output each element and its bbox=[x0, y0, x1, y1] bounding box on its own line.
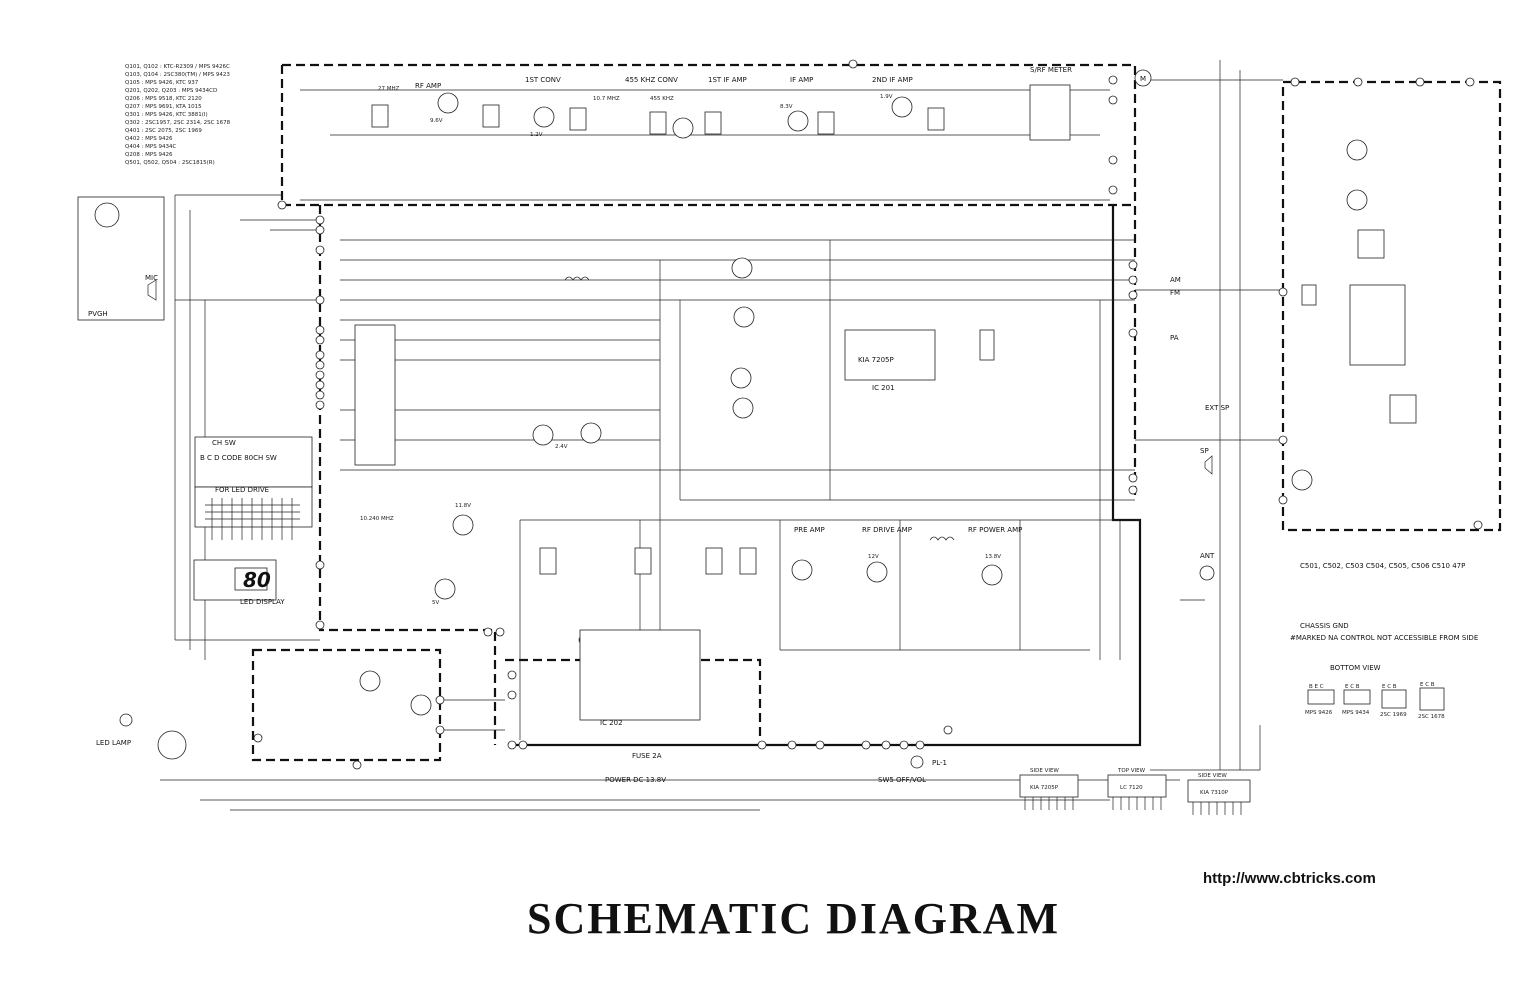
pkg-pins: E C B bbox=[1420, 682, 1435, 688]
connector-nodes bbox=[253, 59, 1483, 770]
label-second-if-amp: 2ND IF AMP bbox=[872, 76, 913, 84]
ic-view-part: KIA 7205P bbox=[1030, 785, 1059, 791]
led-drive-ladder bbox=[193, 436, 313, 601]
footnote: #MARKED NA CONTROL NOT ACCESSIBLE FROM S… bbox=[1290, 634, 1478, 642]
crystal-label: 455 KHZ bbox=[650, 96, 674, 102]
semi-item: Q206 : MPS 9518, KTC 2120 bbox=[125, 96, 202, 102]
label-rf-power-amp: RF POWER AMP bbox=[968, 526, 1022, 534]
semi-item: Q402 : MPS 9426 bbox=[125, 136, 173, 142]
voltage-label: 11.8V bbox=[455, 503, 471, 509]
capacitor-note: C501, C502, C503 C504, C505, C506 C510 4… bbox=[1300, 562, 1465, 570]
semi-item: Q302 : 2SC1957, 2SC 2314, 2SC 1678 bbox=[125, 120, 231, 126]
semi-item: Q301 : MPS 9426, KTC 3881(I) bbox=[125, 112, 208, 118]
label-pre-amp: PRE AMP bbox=[794, 526, 825, 534]
source-url: http://www.cbtricks.com bbox=[1203, 870, 1376, 887]
semi-item: Q208 : MPS 9426 bbox=[125, 152, 173, 158]
pkg-part: 2SC 1969 bbox=[1380, 712, 1407, 718]
ic-blocks bbox=[354, 84, 1406, 721]
pkg-part: MPS 9426 bbox=[1305, 710, 1333, 716]
label-ic201: IC 201 bbox=[872, 384, 895, 392]
voltage-label: 5V bbox=[432, 600, 439, 606]
pkg-part: MPS 9434 bbox=[1342, 710, 1370, 716]
label-if-amp: IF AMP bbox=[790, 76, 813, 84]
voltage-label: 12V bbox=[868, 554, 879, 560]
label-bottom-view: BOTTOM VIEW bbox=[1330, 664, 1381, 672]
transistors bbox=[359, 92, 1368, 716]
pkg-pins: B E C bbox=[1309, 684, 1324, 690]
semi-item: Q501, Q502, Q504 : 2SC1815(R) bbox=[125, 160, 215, 166]
voltage-label: 13.8V bbox=[985, 554, 1001, 560]
ic-view-part: LC 7120 bbox=[1120, 785, 1143, 791]
crystal-label: 10.240 MHZ bbox=[360, 516, 394, 522]
led-display-digits: 80 bbox=[243, 568, 271, 592]
label-bcd: B C D CODE 80CH SW bbox=[200, 454, 277, 462]
crystal-label: 27 MHZ bbox=[378, 86, 400, 92]
io-symbols bbox=[77, 69, 1215, 769]
semiconductor-list: Q101, Q102 : KTC-R2309 / MPS 9426C Q103,… bbox=[125, 64, 231, 166]
label-ch-sw: CH SW bbox=[212, 439, 236, 447]
voltage-label: 1.9V bbox=[880, 94, 893, 100]
label-am: AM bbox=[1170, 276, 1181, 284]
label-ic-part: KIA 7205P bbox=[858, 356, 894, 364]
voltage-label: 8.3V bbox=[780, 104, 793, 110]
label-first-if-amp: 1ST IF AMP bbox=[708, 76, 747, 84]
label-meter: M bbox=[1140, 75, 1146, 83]
pkg-pins: E C B bbox=[1345, 684, 1360, 690]
ic-view-part: KIA 7310P bbox=[1200, 790, 1229, 796]
crystal-label: 10.7 MHZ bbox=[593, 96, 620, 102]
label-s-meter: S/RF METER bbox=[1030, 66, 1072, 74]
label-pa: PA bbox=[1170, 334, 1179, 342]
semi-item: Q207 : MPS 9691, KTA 1015 bbox=[125, 104, 202, 110]
semi-item: Q201, Q202, Q203 : MPS 9434CD bbox=[125, 88, 217, 94]
label-led-lamp: LED LAMP bbox=[96, 739, 131, 747]
label-sw5: SW5 OFF/VOL bbox=[878, 776, 926, 784]
label-pvgh: PVGH bbox=[88, 310, 108, 318]
voltage-label: 9.6V bbox=[430, 118, 443, 124]
label-rf-amp: RF AMP bbox=[415, 82, 441, 90]
diagram-title: SCHEMATIC DIAGRAM bbox=[527, 894, 1061, 943]
package-outlines bbox=[1019, 687, 1445, 815]
pkg-pins: E C B bbox=[1382, 684, 1397, 690]
ic-view-label: TOP VIEW bbox=[1117, 768, 1146, 774]
ic-view-label: SIDE VIEW bbox=[1030, 768, 1059, 774]
label-for-led-drive: FOR LED DRIVE bbox=[215, 486, 269, 494]
label-ext-sp: EXT SP bbox=[1205, 404, 1229, 412]
voltage-labels: 9.6V 1.2V 8.3V 1.9V 2.4V 13.8V 12V 11.8V… bbox=[360, 86, 1001, 606]
coils bbox=[371, 104, 1417, 575]
label-rf-drive-amp: RF DRIVE AMP bbox=[862, 526, 912, 534]
pkg-part: 2SC 1678 bbox=[1418, 714, 1445, 720]
label-speaker: SP bbox=[1200, 447, 1209, 455]
label-power: POWER DC 13.8V bbox=[605, 776, 666, 784]
section-labels: RF AMP 1ST CONV 455 KHZ CONV 1ST IF AMP … bbox=[88, 66, 1478, 784]
label-mic: MIC bbox=[145, 274, 158, 282]
label-first-conv: 1ST CONV bbox=[525, 76, 561, 84]
semi-item: Q101, Q102 : KTC-R2309 / MPS 9426C bbox=[125, 64, 230, 70]
package-labels: B E C MPS 9426 E C B MPS 9434 E C B 2SC … bbox=[1030, 682, 1445, 796]
main-shield-outline bbox=[251, 63, 1502, 762]
semi-item: Q105 : MPS 9426, KTC 937 bbox=[125, 80, 199, 86]
semi-item: Q401 : 2SC 2075, 2SC 1969 bbox=[125, 128, 202, 134]
label-fuse: FUSE 2A bbox=[632, 752, 662, 760]
semi-item: Q404 : MPS 9434C bbox=[125, 144, 176, 150]
label-chassis-gnd: CHASSIS GND bbox=[1300, 622, 1349, 630]
label-antenna: ANT bbox=[1200, 552, 1215, 560]
label-led-display: LED DISPLAY bbox=[240, 598, 285, 606]
semi-item: Q103, Q104 : 2SC380(TM) / MPS 9423 bbox=[125, 72, 230, 78]
ic-view-label: SIDE VIEW bbox=[1198, 773, 1227, 779]
voltage-label: 1.2V bbox=[530, 132, 543, 138]
label-second-conv: 455 KHZ CONV bbox=[625, 76, 678, 84]
label-pl1: PL-1 bbox=[932, 759, 947, 767]
label-ic202: IC 202 bbox=[600, 719, 623, 727]
wiring bbox=[160, 60, 1283, 811]
voltage-label: 2.4V bbox=[555, 444, 568, 450]
label-fm: FM bbox=[1170, 289, 1180, 297]
